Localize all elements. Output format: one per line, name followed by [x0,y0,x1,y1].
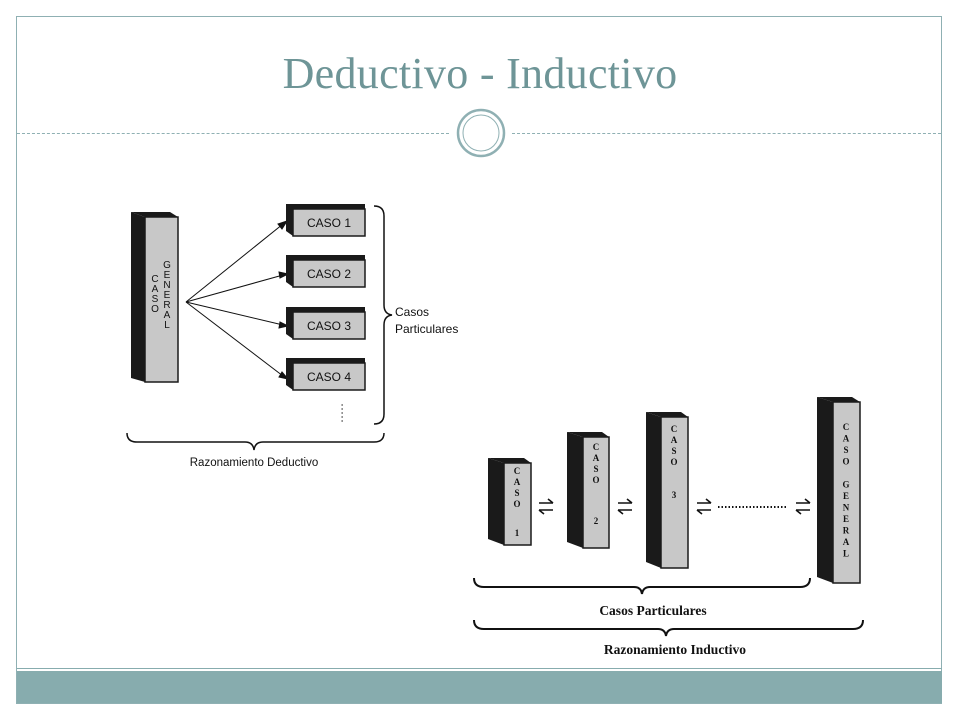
implies-arrow-4 [795,498,811,515]
inductive-case-column-3: CASO 3 [646,412,689,569]
slide-frame [16,16,942,704]
case-label-2: CASO 2 [307,267,351,281]
general-general-letter: E [164,270,171,281]
footer-rule [17,668,942,669]
case-box-1: CASO 1 [286,204,366,237]
ring-ornament [456,108,506,158]
case-label-1: CASO 1 [307,216,351,230]
inductive-caption: Razonamiento Inductivo [604,642,746,657]
brace-label-particulares: Particulares [395,322,458,336]
casos-particulares-brace [373,205,393,425]
general-caso-letter: C [151,274,158,285]
column-1-letter: A [514,477,521,487]
column-1-letter: S [514,488,519,498]
general-caso-letter: S [152,294,159,305]
inductive-general-letter: S [843,445,848,455]
column-2-letter: C [593,442,600,452]
general-general-letter: A [164,310,171,321]
inductive-general-letter: L [843,549,849,559]
case-box-2: CASO 2 [286,255,366,288]
footer-band [17,671,942,703]
inductive-bottom-brace [473,619,864,637]
inductive-general-letter: O [842,457,849,467]
case-label-3: CASO 3 [307,319,351,333]
inductive-case-column-1: CASO 1 [488,458,532,546]
inductive-general-letter: A [843,434,850,444]
column-3-letter: A [671,435,678,445]
deduction-arrows [185,220,290,380]
column-1-letter: C [514,466,521,476]
title-divider-right [512,133,941,134]
general-general-letter: R [163,300,170,311]
general-caso-letter: A [152,284,159,295]
column-3-number: 3 [672,490,677,500]
case-box-3: CASO 3 [286,307,366,340]
case-box-4: CASO 4 [286,358,366,391]
column-2-letter: A [593,453,600,463]
general-general-letter: N [163,280,170,291]
slide-title: Deductivo - Inductivo [282,49,678,98]
column-1-letter: O [513,499,520,509]
case-label-4: CASO 4 [307,370,351,384]
inductive-general-letter: C [843,422,850,432]
column-3-letter: C [671,424,678,434]
brace-label-casos: Casos [395,305,429,319]
title-divider-left [17,133,449,134]
column-1-number: 1 [515,528,520,538]
inductive-general-letter: R [843,526,850,536]
implication-arrows [538,498,811,515]
general-general-letter: L [164,320,170,331]
inductive-particulares-brace [473,577,811,595]
column-2-letter: S [593,464,598,474]
case-ellipsis: ····· [336,403,350,423]
general-general-letter: G [163,260,171,271]
general-caso-letter: O [151,304,159,315]
implies-arrow-1 [538,498,554,515]
inductive-case-column-2: CASO 2 [567,432,610,549]
inductive-general-letter: N [843,503,850,513]
column-2-number: 2 [594,516,599,526]
implies-arrow-2 [617,498,633,515]
inductive-general-letter: G [842,480,849,490]
deductive-bottom-brace [126,432,385,451]
inductive-general-letter: E [843,491,849,501]
inductive-general-letter: A [843,537,850,547]
column-3-letter: S [671,446,676,456]
implies-arrow-3 [696,498,712,515]
deductive-caption: Razonamiento Deductivo [190,457,319,469]
inductive-particulares-caption: Casos Particulares [599,603,706,618]
general-general-letter: E [164,290,171,301]
column-3-letter: O [670,457,677,467]
column-2-letter: O [592,475,599,485]
inductive-general-letter: E [843,514,849,524]
